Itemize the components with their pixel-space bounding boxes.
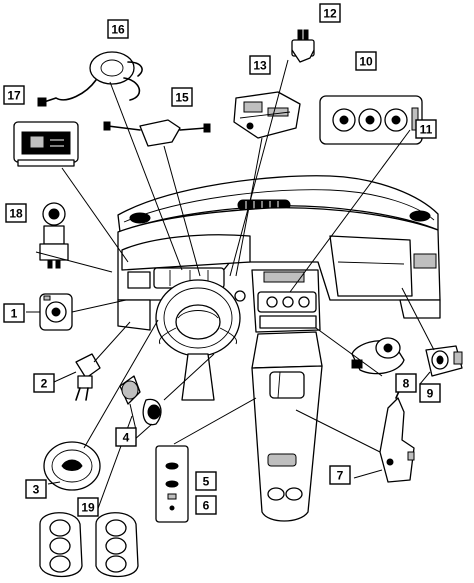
callout-box	[355, 51, 377, 71]
leader-lines	[26, 59, 435, 515]
right-vent	[413, 253, 437, 269]
part-9-switch	[425, 345, 463, 377]
callout-19: 19	[77, 497, 99, 517]
callout-number: 13	[253, 59, 267, 73]
callout-number: 1	[11, 307, 18, 321]
part-2-switch	[75, 353, 101, 401]
callout-box	[115, 427, 137, 447]
instrument-panel	[117, 175, 441, 522]
speaker-grille-right	[409, 210, 431, 222]
part-1-headlamp-switch	[39, 293, 73, 331]
callout-3: 3	[25, 479, 47, 499]
callout-number: 9	[427, 387, 434, 401]
callout-number: 5	[203, 475, 210, 489]
callout-number: 17	[7, 89, 21, 103]
callout-number: 4	[123, 431, 130, 445]
callout-17: 17	[3, 85, 25, 105]
callout-5: 5	[195, 471, 217, 491]
callout-box	[195, 495, 217, 515]
part-12-switch	[291, 29, 315, 63]
callout-16: 16	[107, 19, 129, 39]
callout-number: 6	[203, 499, 210, 513]
callout-number: 2	[41, 377, 48, 391]
callout-box	[319, 3, 341, 23]
callout-number: 8	[403, 377, 410, 391]
part-13-module	[233, 91, 301, 139]
callout-number: 18	[9, 207, 23, 221]
part-15-multifunction-switch	[103, 119, 211, 147]
callout-12: 12	[319, 3, 341, 23]
part-19-bezels	[39, 512, 139, 578]
callout-11: 11	[415, 119, 437, 139]
callout-box	[415, 119, 437, 139]
callout-box	[77, 497, 99, 517]
part-3-horn-pad	[43, 441, 101, 491]
part-7-shifter-bracket	[379, 379, 415, 483]
callout-10: 10	[355, 51, 377, 71]
part-4-switches	[119, 375, 162, 426]
callout-box	[107, 19, 129, 39]
callout-box	[33, 373, 55, 393]
callout-18: 18	[5, 203, 27, 223]
callout-1: 1	[3, 303, 25, 323]
callout-box	[25, 479, 47, 499]
part-10-climate-control	[319, 95, 423, 145]
speaker-grille-left	[129, 212, 151, 224]
callout-8: 8	[395, 373, 417, 393]
callout-number: 3	[33, 483, 40, 497]
callout-box	[3, 85, 25, 105]
center-console	[251, 331, 323, 522]
part-16-clockspring	[37, 51, 143, 107]
callout-number: 19	[81, 501, 95, 515]
callout-number: 10	[359, 55, 373, 69]
part-17-overhead-display	[13, 121, 79, 167]
callout-7: 7	[329, 465, 351, 485]
callout-box	[395, 373, 417, 393]
callout-number: 12	[323, 7, 337, 21]
callout-9: 9	[419, 383, 441, 403]
callout-number: 15	[175, 91, 189, 105]
callout-number: 11	[420, 123, 433, 137]
callout-box	[5, 203, 27, 223]
steering-wheel	[155, 279, 241, 401]
callout-13: 13	[249, 55, 271, 75]
callout-number: 7	[337, 469, 344, 483]
callout-box	[419, 383, 441, 403]
callout-box	[195, 471, 217, 491]
part-5-6-switch-panel	[155, 445, 189, 523]
part-8-ignition-switch	[351, 337, 405, 375]
callout-15: 15	[171, 87, 193, 107]
callout-box	[3, 303, 25, 323]
callout-box	[329, 465, 351, 485]
callout-6: 6	[195, 495, 217, 515]
callout-box	[249, 55, 271, 75]
callout-2: 2	[33, 373, 55, 393]
callout-number: 16	[111, 23, 125, 37]
part-18-switch	[39, 202, 69, 269]
callout-box	[171, 87, 193, 107]
callout-4: 4	[115, 427, 137, 447]
